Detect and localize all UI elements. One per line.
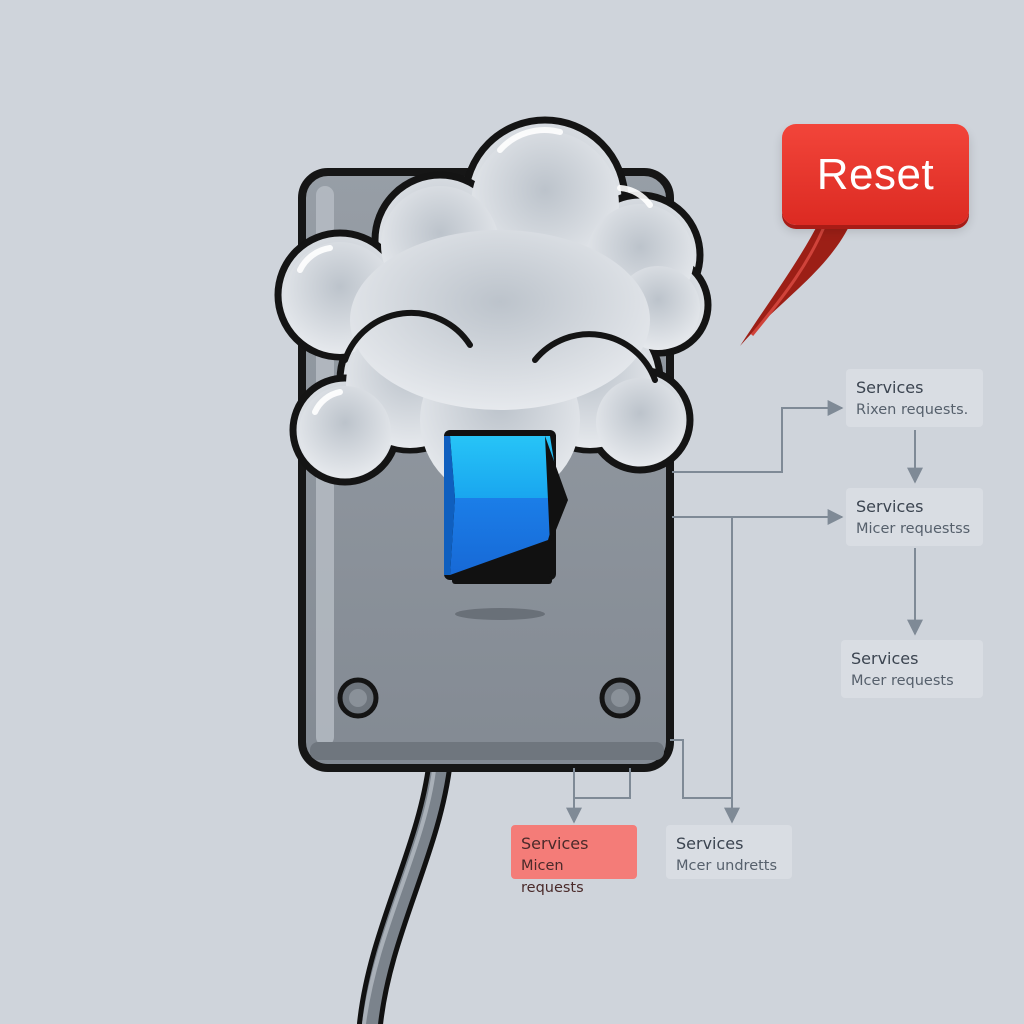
service-title: Services bbox=[676, 834, 744, 853]
service-subtitle: Mcer undretts bbox=[676, 858, 778, 874]
reset-button[interactable]: Reset bbox=[782, 124, 969, 225]
reset-pointer-highlight bbox=[750, 221, 828, 336]
service-subtitle: Rixen requests. bbox=[856, 402, 969, 418]
service-subtitle: Micen requests bbox=[521, 858, 584, 896]
service-box-4: Services Micen requests bbox=[511, 825, 637, 896]
service-subtitle: Micer requestss bbox=[856, 521, 971, 537]
service-title: Services bbox=[851, 649, 919, 668]
connector-lines bbox=[566, 400, 923, 824]
screw-icon bbox=[599, 677, 641, 719]
service-box-3: Services Mcer requests bbox=[841, 640, 983, 698]
service-box-2: Services Micer requestss bbox=[846, 488, 983, 546]
toggle-switch[interactable] bbox=[444, 430, 568, 620]
service-title: Services bbox=[521, 834, 589, 853]
service-box-1: Services Rixen requests. bbox=[846, 369, 983, 427]
service-title: Services bbox=[856, 378, 924, 397]
service-box-5: Services Mcer undretts bbox=[666, 825, 792, 879]
service-subtitle: Mcer requests bbox=[851, 673, 954, 689]
screw-icon bbox=[337, 677, 379, 719]
service-title: Services bbox=[856, 497, 924, 516]
power-cable bbox=[357, 747, 453, 1024]
